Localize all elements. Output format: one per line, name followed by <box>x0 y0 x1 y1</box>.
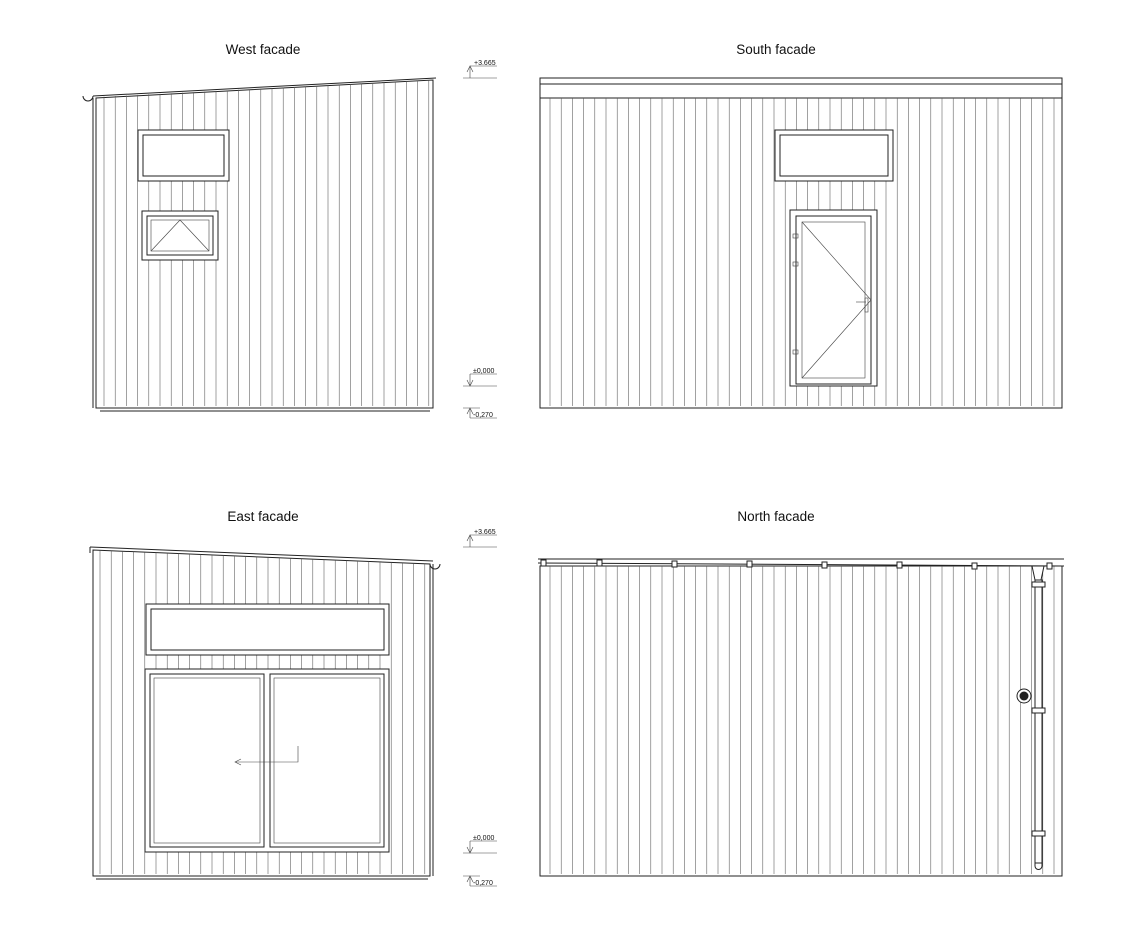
south-door-hinge-middle <box>792 261 799 267</box>
south-door-opening-mark <box>801 221 872 379</box>
level-mark-ground-arrow-2 <box>466 875 474 883</box>
east-sliding-door-left-glass <box>153 677 261 844</box>
gutter-bracket <box>746 560 753 568</box>
gutter-bracket <box>596 559 603 567</box>
east-sliding-arrow-head <box>234 758 242 766</box>
gutter-bracket <box>971 562 978 570</box>
level-label-ground: -0,270 <box>473 412 493 419</box>
north-downpipe-clamp <box>1031 707 1046 714</box>
south-door-hinge-bottom <box>792 349 799 355</box>
north-vent-grille <box>1019 691 1029 701</box>
level-label-top: +3.665 <box>474 60 496 67</box>
level-label-ground-2: -0,270 <box>473 880 493 887</box>
gutter-bracket <box>671 560 678 568</box>
east-sliding-door-right-leaf <box>269 673 385 848</box>
west-facade: West facade <box>82 42 437 412</box>
north-downpipe-clamp <box>1031 581 1046 588</box>
west-gutter <box>82 95 94 102</box>
north-downpipe <box>1034 579 1043 864</box>
east-gutter <box>429 563 441 570</box>
north-downpipe-shoe <box>1034 863 1043 870</box>
east-sliding-direction-arrow <box>236 746 299 763</box>
level-label-zero-2: ±0,000 <box>473 835 494 842</box>
east-facade: East facade <box>89 509 441 880</box>
level-mark-ground-arrow <box>466 407 474 415</box>
level-marks-bottom-row: +3.665 ±0,000 -0,270 <box>463 529 497 887</box>
north-facade: North facade <box>537 509 1065 877</box>
level-label-zero: ±0,000 <box>473 368 494 375</box>
south-door-handle <box>864 297 869 313</box>
west-tilt-window-sash <box>146 215 214 256</box>
gutter-bracket <box>896 561 903 569</box>
north-facade-title: North facade <box>737 509 814 524</box>
level-marks-top-row: +3.665 ±0,000 -0,270 <box>463 60 497 419</box>
west-facade-title: West facade <box>226 42 301 57</box>
east-transom-window-glass <box>150 608 385 651</box>
north-gutter-brackets <box>540 559 1053 570</box>
east-roof-edge <box>89 546 434 562</box>
west-tilt-window-opening-mark <box>150 219 210 252</box>
east-sliding-door-left-leaf <box>149 673 265 848</box>
gutter-bracket <box>540 559 547 567</box>
south-transom-window-glass <box>779 134 889 177</box>
gutter-bracket <box>1046 562 1053 570</box>
west-transom-window-glass <box>142 134 225 177</box>
east-facade-title: East facade <box>227 509 298 524</box>
south-door-leaf <box>795 215 872 385</box>
east-sliding-door-right-glass <box>273 677 381 844</box>
level-label-top-2: +3.665 <box>474 529 496 536</box>
west-roof-edge <box>92 77 437 97</box>
gutter-bracket <box>821 561 828 569</box>
south-door-hinge-top <box>792 233 799 239</box>
south-facade-title: South facade <box>736 42 816 57</box>
north-wall-cladding <box>549 566 1055 874</box>
north-wall-outline <box>539 565 1063 877</box>
north-downpipe-clamp <box>1031 830 1046 837</box>
south-facade: South facade <box>539 42 1063 409</box>
